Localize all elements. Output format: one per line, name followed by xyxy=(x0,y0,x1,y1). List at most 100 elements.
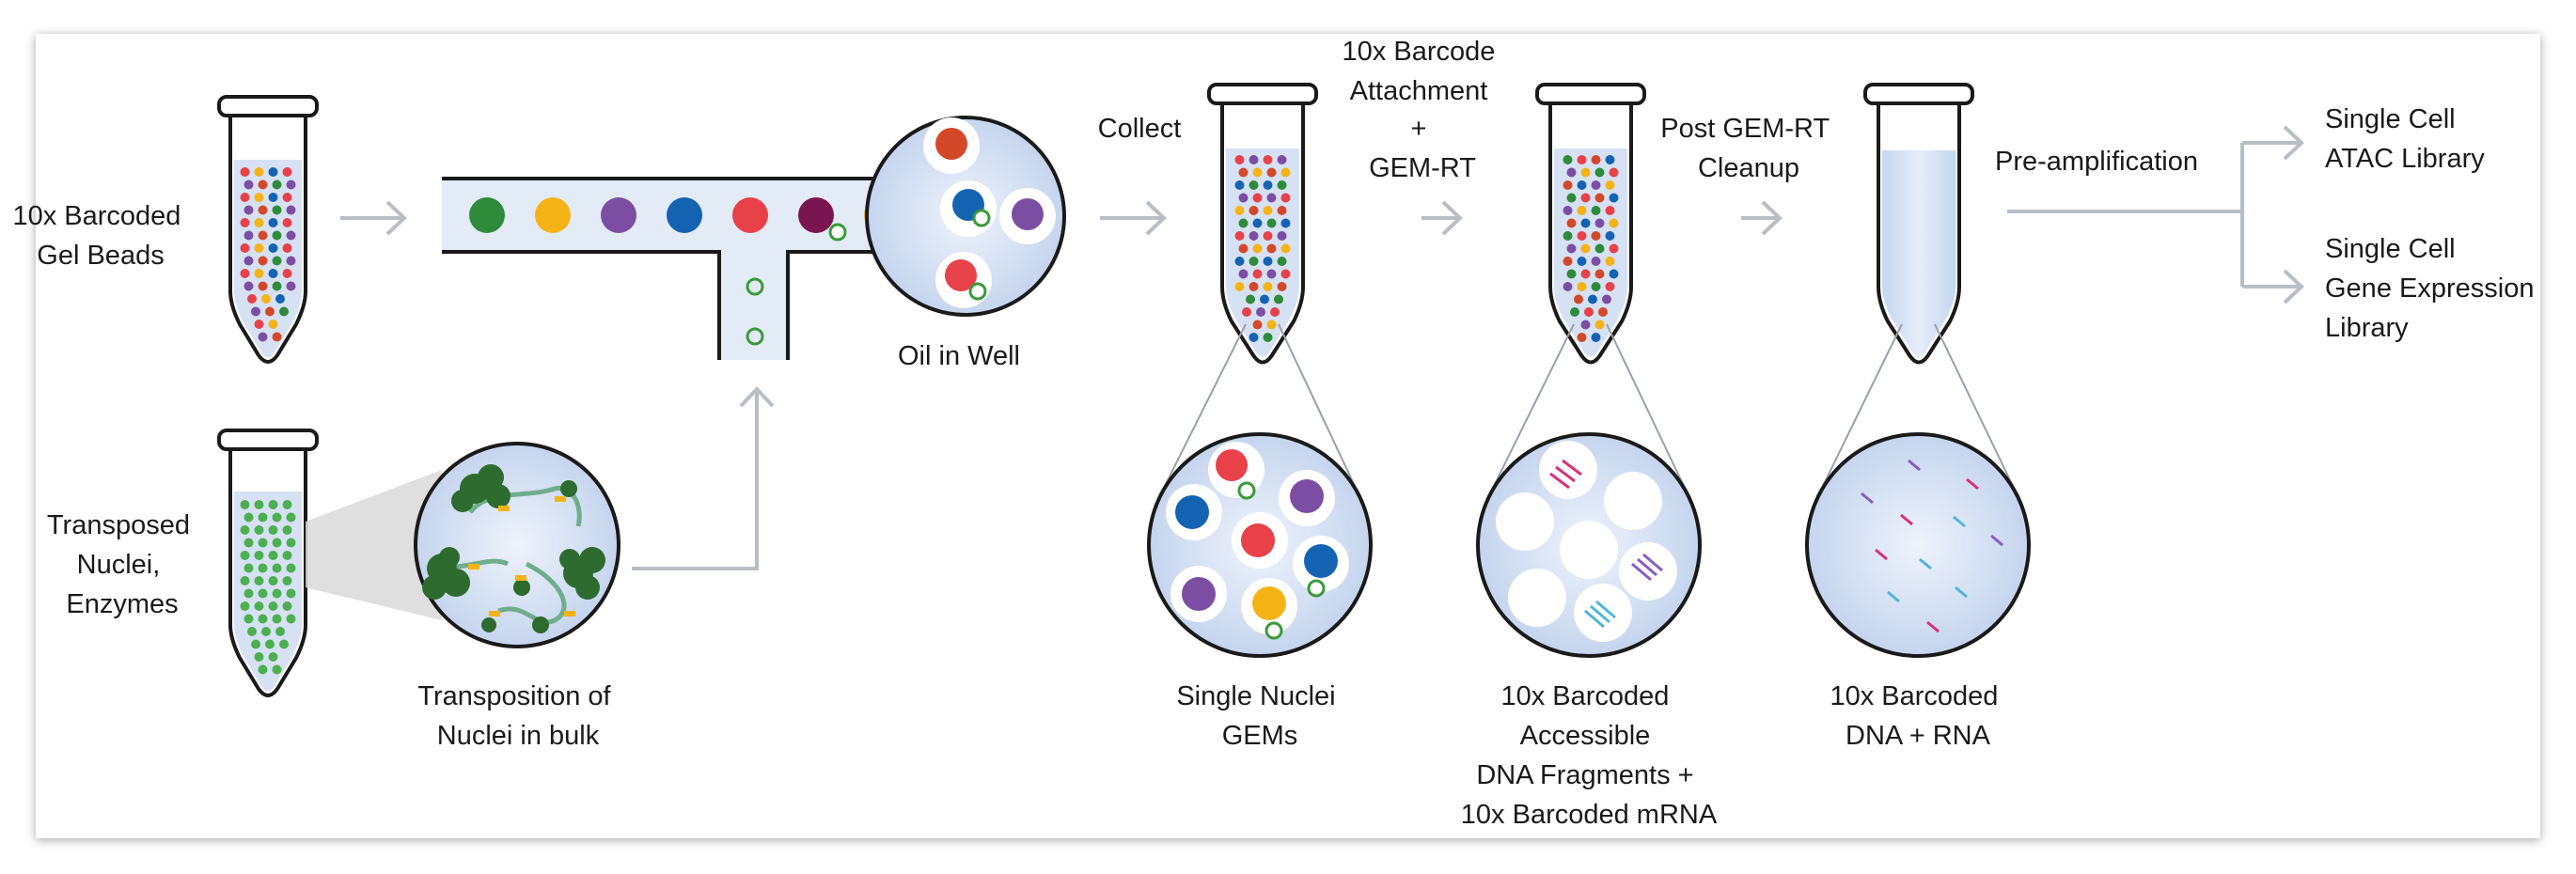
gel-bead-dots xyxy=(240,167,296,342)
bead-dot xyxy=(1563,282,1573,291)
bead-dot xyxy=(1605,206,1615,215)
bead-dot xyxy=(240,218,250,227)
bead-dot xyxy=(1566,167,1577,178)
bead-dot xyxy=(1280,193,1291,203)
bead-dot xyxy=(1242,307,1251,317)
atac-library-label: Single Cell ATAC Library xyxy=(2325,104,2485,174)
bead-dot xyxy=(258,256,268,266)
bead-dot xyxy=(1577,333,1587,342)
bead-dot xyxy=(240,525,250,535)
branch-arrow-icon xyxy=(2007,125,2304,304)
bead-dot xyxy=(286,563,296,573)
bead-dot xyxy=(254,243,264,253)
bead-dot xyxy=(243,281,254,291)
bead-dot xyxy=(1609,167,1619,178)
bead-dot xyxy=(1266,243,1277,254)
bead-dot xyxy=(240,243,250,253)
bead-dot xyxy=(1266,218,1277,228)
bead-dot xyxy=(1277,231,1287,241)
bead-dot xyxy=(254,601,264,611)
bead-dot xyxy=(1277,282,1287,291)
bead-dot xyxy=(240,269,250,278)
chromatin-clusters xyxy=(422,464,605,633)
bead-dot xyxy=(1249,231,1259,241)
bead-dot xyxy=(1274,294,1283,304)
bead-dot xyxy=(282,269,292,278)
bead-dot xyxy=(1591,257,1601,266)
bead-dot xyxy=(1266,320,1277,330)
bead-dot xyxy=(1580,193,1591,203)
channel-bead xyxy=(732,197,768,233)
channel-bead xyxy=(601,197,636,233)
arrow-icon xyxy=(1741,200,1783,236)
channel-bead xyxy=(667,197,702,233)
bead-dot xyxy=(247,294,257,304)
bead-dot xyxy=(1594,269,1605,279)
bead-dot xyxy=(240,601,250,611)
bead-dot xyxy=(254,193,264,202)
bead-dot xyxy=(1234,257,1245,266)
bead-dot xyxy=(1602,294,1611,304)
bead-dot xyxy=(1580,320,1591,330)
bead-dot xyxy=(1249,257,1259,266)
bead-dot xyxy=(286,614,296,624)
bead-dot xyxy=(258,614,268,624)
bead-dot xyxy=(1580,269,1591,279)
bead-dot xyxy=(1263,257,1273,266)
bead-dot xyxy=(258,281,268,291)
bead-dot xyxy=(272,256,282,266)
bead-dot xyxy=(240,576,250,585)
bead-dot xyxy=(268,243,278,253)
bead-dot xyxy=(1277,180,1287,190)
bead-dot xyxy=(254,652,264,662)
bead-dot xyxy=(1238,167,1249,178)
bead-dot xyxy=(1270,307,1280,317)
bead-dot xyxy=(1246,294,1255,304)
nucleus-particle xyxy=(828,223,847,242)
bead-dot xyxy=(286,179,296,190)
bead-dot xyxy=(1566,218,1577,228)
collect-label: Collect xyxy=(1098,114,1182,144)
bead-dot xyxy=(1609,193,1619,203)
bead-dot xyxy=(243,205,254,215)
bead-dot xyxy=(1263,155,1273,164)
bead-dot xyxy=(282,218,292,227)
bead-dot xyxy=(1252,193,1263,203)
bead-dot xyxy=(1260,294,1269,304)
bead-dot xyxy=(1591,180,1601,190)
barcode-tube xyxy=(1535,83,1646,365)
barcode-dots xyxy=(1563,155,1619,342)
bead-dot xyxy=(1594,320,1605,330)
bead-dot xyxy=(286,256,296,266)
bead-dot xyxy=(1252,167,1263,178)
bead-dot xyxy=(1591,282,1601,291)
bead-dot xyxy=(1563,155,1573,164)
bead-dot xyxy=(1252,243,1263,254)
bead-dot xyxy=(1577,180,1587,190)
bead-dot xyxy=(1591,333,1601,342)
bead-dot xyxy=(254,218,264,227)
bead-dot xyxy=(286,512,296,523)
bead-dot xyxy=(1609,269,1619,279)
bead-dot xyxy=(275,294,285,304)
cleanup-tube xyxy=(1863,83,1974,365)
bead-dot xyxy=(1280,243,1291,254)
bead-dot xyxy=(254,551,264,560)
bead-dot xyxy=(282,500,292,509)
bead-dot xyxy=(254,500,264,509)
bead-dot xyxy=(1280,218,1291,228)
bead-dot xyxy=(240,551,250,560)
bead-dot xyxy=(282,243,292,253)
bead-dot xyxy=(286,205,296,215)
bead-dot xyxy=(1577,231,1587,241)
bead-dot xyxy=(1605,231,1615,241)
bead-dot xyxy=(254,320,264,329)
bead-dot xyxy=(1577,206,1587,215)
bead-dot xyxy=(1605,155,1615,164)
bead-dot xyxy=(1580,218,1591,228)
bead-dot xyxy=(282,551,292,560)
bead-dot xyxy=(247,627,257,636)
bead-dot xyxy=(1566,193,1577,203)
bead-dot xyxy=(1566,243,1577,254)
bead-dot xyxy=(268,218,278,227)
